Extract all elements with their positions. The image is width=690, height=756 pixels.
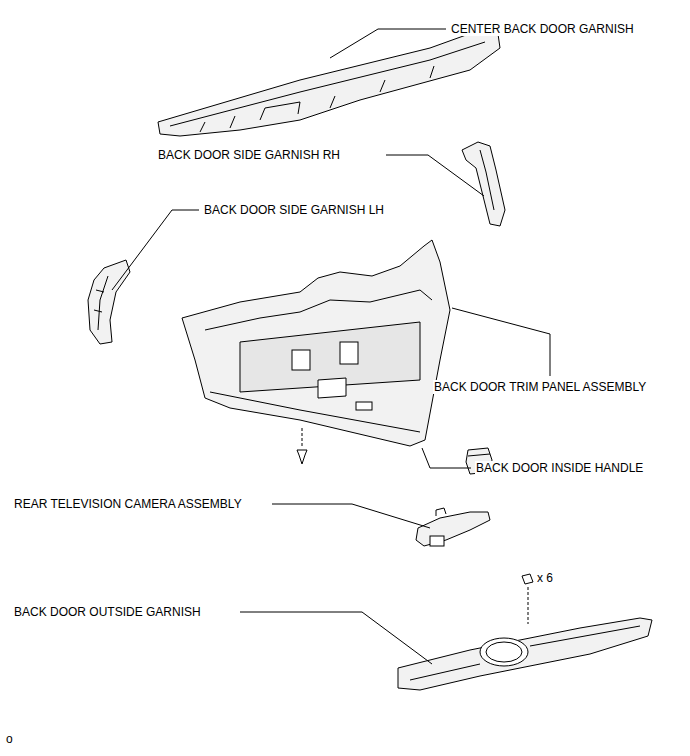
part-name: BACK DOOR SIDE GARNISH LH (203, 203, 385, 217)
center-garnish-drawing (158, 30, 500, 136)
quantity-label: x 6 (536, 571, 554, 585)
side-garnish-lh-drawing (88, 260, 130, 344)
figure-mark: o (5, 732, 14, 746)
part-name: CENTER BACK DOOR GARNISH (450, 22, 635, 36)
part-name: BACK DOOR INSIDE HANDLE (475, 461, 644, 475)
trim-panel-drawing (182, 240, 450, 446)
part-name: BACK DOOR OUTSIDE GARNISH (13, 605, 202, 619)
leader-lines (112, 29, 550, 664)
screw-drawing (297, 428, 307, 464)
part-name: REAR TELEVISION CAMERA ASSEMBLY (13, 497, 243, 511)
outside-garnish-drawing (398, 618, 652, 690)
clip-drawing (522, 574, 533, 624)
part-name: BACK DOOR SIDE GARNISH RH (157, 148, 341, 162)
part-name: BACK DOOR TRIM PANEL ASSEMBLY (433, 380, 647, 394)
